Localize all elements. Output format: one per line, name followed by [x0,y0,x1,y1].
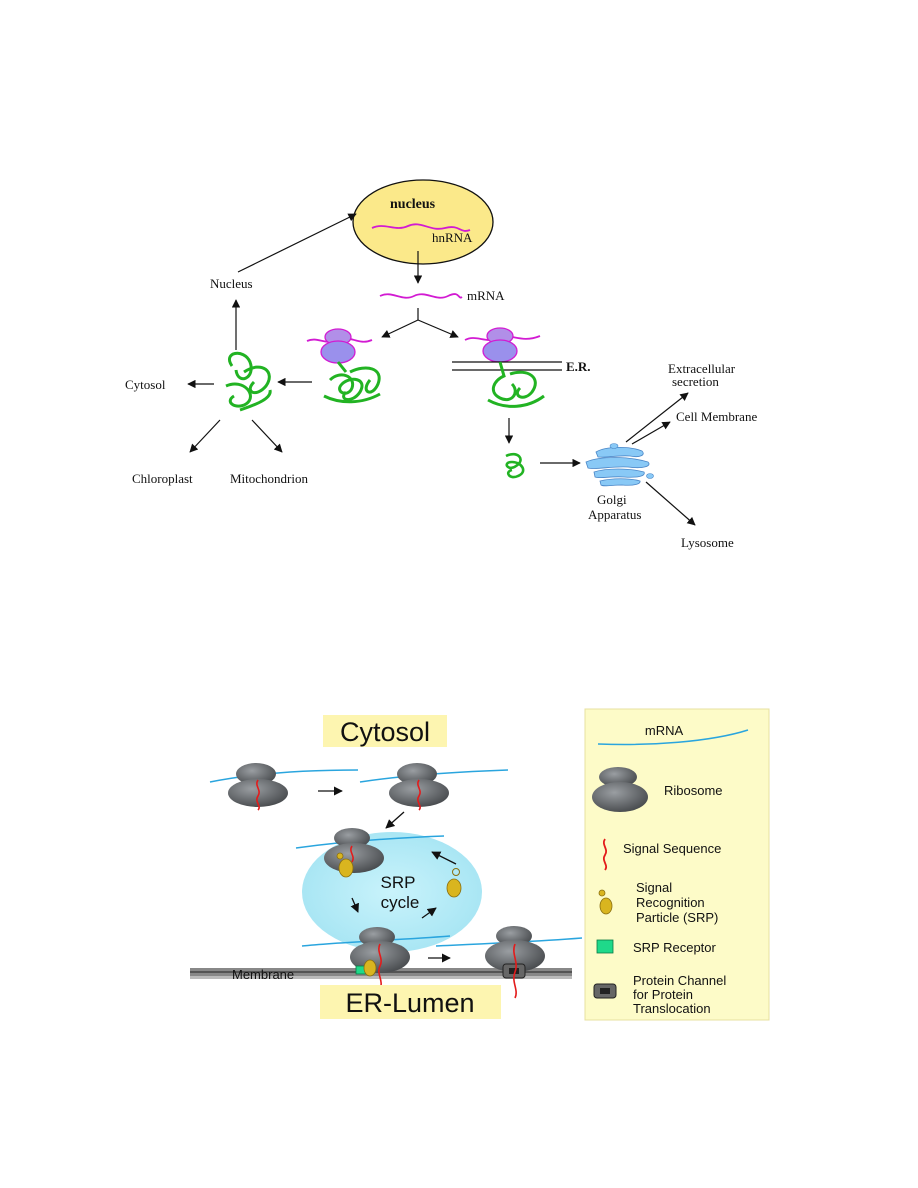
arrow-to-extracellular [625,392,689,443]
nucleus-title: nucleus [390,197,436,212]
folded-cytosolic-protein [225,351,272,412]
arrow-to-cell-membrane [631,421,671,445]
chloroplast-label: Chloroplast [132,471,193,486]
mitochondrion-label: Mitochondrion [230,471,308,486]
legend-signal-sequence: Signal Sequence [602,838,721,871]
arrow-to-mitochondrion [251,419,283,453]
arrow-to-free-ribosome [381,319,419,338]
legend-ribosome-label: Ribosome [664,783,723,798]
er-lumen-title: ER-Lumen [345,988,474,1018]
hnrna-label: hnRNA [432,230,473,245]
ribosome-free-1 [209,763,359,811]
er-bound-ribosome [464,327,541,363]
arrow-to-chloroplast [189,419,221,453]
cytosol-destination-label: Cytosol [125,377,166,392]
legend-signal-sequence-label: Signal Sequence [623,841,721,856]
ribosome-free-2 [359,763,509,811]
srp-cycle-diagram: Cytosol [190,708,770,1021]
er-label: E.R. [566,359,591,374]
golgi-label-line1: Golgi [597,492,627,507]
er-membrane [452,361,562,371]
free-srp [446,868,462,898]
ribosome-translocating [435,926,583,999]
arrow-srp-to-membrane [350,897,359,913]
legend-srp-line3: Particle (SRP) [636,910,718,925]
membrane-label: Membrane [232,967,294,982]
legend-mrna: mRNA [597,723,749,746]
free-ribosome-translation [306,328,381,404]
cytosol-title-box: Cytosol [323,715,447,747]
legend-srp-line2: Recognition [636,895,705,910]
mrna-strand [379,293,463,299]
cytosol-title: Cytosol [340,717,430,747]
legend-channel-line2: for Protein [633,987,693,1002]
legend: mRNA Ribosome Signal Sequence Signal Rec… [584,708,770,1021]
nucleus-compartment: nucleus hnRNA [352,179,494,265]
arrow-to-lysosome [645,481,696,526]
ribosome-srp-bound [295,828,445,878]
arrow-nucleus-label-to-nucleus [237,213,357,273]
legend-srp-receptor-label: SRP Receptor [633,940,717,955]
legend-protein-channel: Protein Channel for Protein Translocatio… [593,973,726,1016]
golgi-label-line2: Apparatus [588,507,641,522]
ribosome-docking [301,927,451,991]
extracellular-label-line1: Extracellular [668,361,736,376]
legend-ribosome: Ribosome [592,767,723,812]
protein-sorting-diagram: nucleus hnRNA mRNA [125,179,757,550]
cell-membrane-label: Cell Membrane [676,409,757,424]
legend-srp-line1: Signal [636,880,672,895]
transport-protein [505,452,525,479]
er-lumen-protein [487,361,545,408]
srp-cycle-label-line1: SRP [381,873,416,892]
legend-srp: Signal Recognition Particle (SRP) [598,880,718,925]
arrow-srp-recycle [421,907,437,919]
legend-channel-line1: Protein Channel [633,973,726,988]
arrow-ribosome-2-to-3 [385,811,405,829]
srp-cycle-label-line2: cycle [381,893,420,912]
mrna-label: mRNA [467,288,505,303]
legend-channel-line3: Translocation [633,1001,711,1016]
legend-srp-receptor: SRP Receptor [596,939,717,955]
legend-mrna-label: mRNA [645,723,684,738]
golgi-apparatus [585,443,654,487]
arrow-to-er-ribosome [417,319,459,338]
nucleus-destination-label: Nucleus [210,276,253,291]
extracellular-label-line2: secretion [672,374,719,389]
arrow-srp-release [431,851,457,865]
er-lumen-title-box: ER-Lumen [320,985,501,1019]
hnrna-strand [371,223,471,232]
lysosome-label: Lysosome [681,535,734,550]
